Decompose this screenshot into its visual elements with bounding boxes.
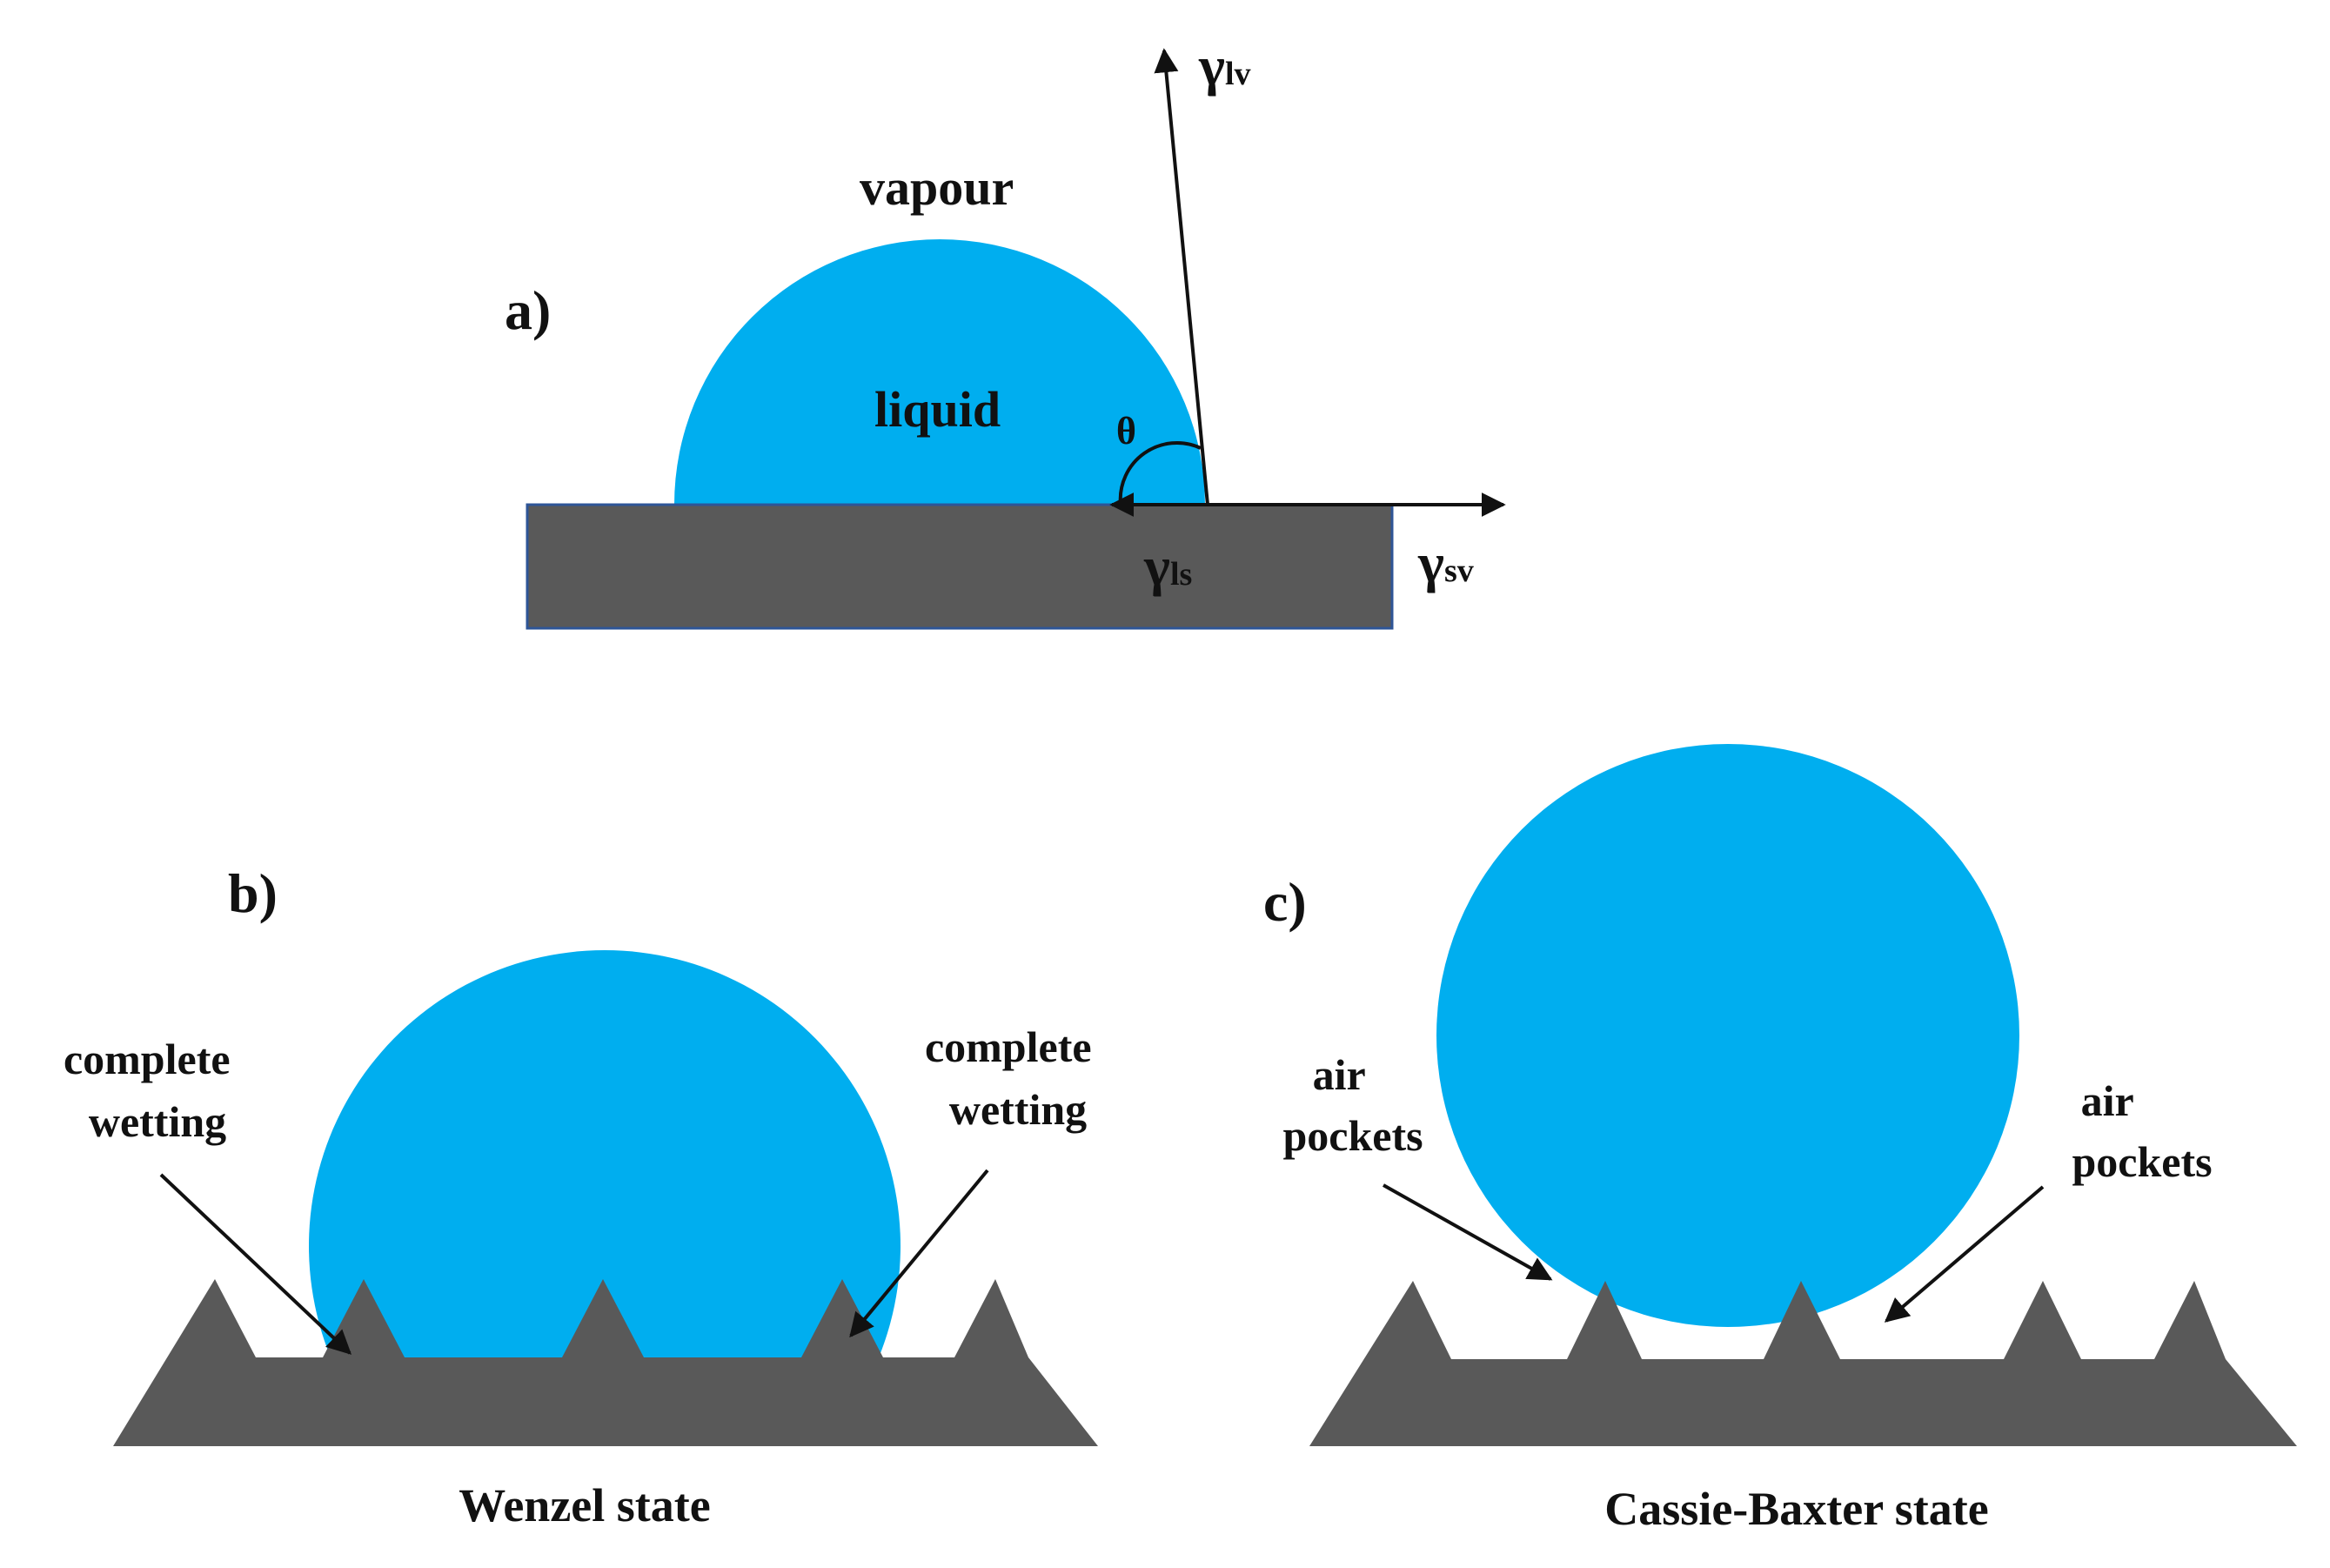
complete-wetting-left-arrow — [159, 1173, 352, 1355]
air-pockets-right-arrow — [1884, 1185, 2045, 1323]
complete-wetting-right-arrow — [849, 1169, 989, 1338]
liquid-label: liquid — [874, 381, 1001, 438]
gamma-sv-label: γsv — [1417, 532, 1474, 593]
air-pockets-right-label: air pockets — [2072, 1076, 2212, 1186]
vapour-label: vapour — [860, 159, 1014, 216]
rough-solid-wenzel — [113, 1279, 1098, 1446]
panel-c-label: c) — [1263, 871, 1307, 933]
gamma-lv-label: γlv — [1198, 35, 1251, 97]
theta-label: θ — [1116, 410, 1136, 452]
gamma-lv-arrow — [1154, 48, 1209, 506]
complete-wetting-right-label: complete wetting — [925, 1022, 1102, 1134]
panel-b-label: b) — [228, 862, 278, 924]
air-pockets-left-arrow — [1383, 1183, 1553, 1281]
panel-a-label: a) — [505, 279, 551, 341]
flat-solid-substrate — [526, 503, 1394, 630]
liquid-droplet-cassie — [1436, 744, 2019, 1327]
liquid-droplet-a — [674, 239, 1205, 505]
wenzel-caption: Wenzel state — [459, 1479, 710, 1531]
rough-solid-cassie — [1309, 1281, 2297, 1446]
panel-c: c) air pockets air pockets Cassie-Baxter… — [1263, 744, 2297, 1535]
cassie-baxter-caption: Cassie-Baxter state — [1604, 1483, 1988, 1535]
air-pockets-left-label: air pockets — [1282, 1050, 1423, 1160]
panel-a: a) vapour liquid θ γlv γls γsv — [505, 35, 1506, 630]
contact-angle-arc — [1118, 441, 1202, 506]
gamma-ls-label: γls — [1143, 535, 1192, 597]
liquid-droplet-wenzel — [309, 950, 901, 1357]
panel-b: b) complete wetting complete wetting Wen… — [64, 862, 1102, 1531]
complete-wetting-left-label: complete wetting — [64, 1035, 241, 1146]
